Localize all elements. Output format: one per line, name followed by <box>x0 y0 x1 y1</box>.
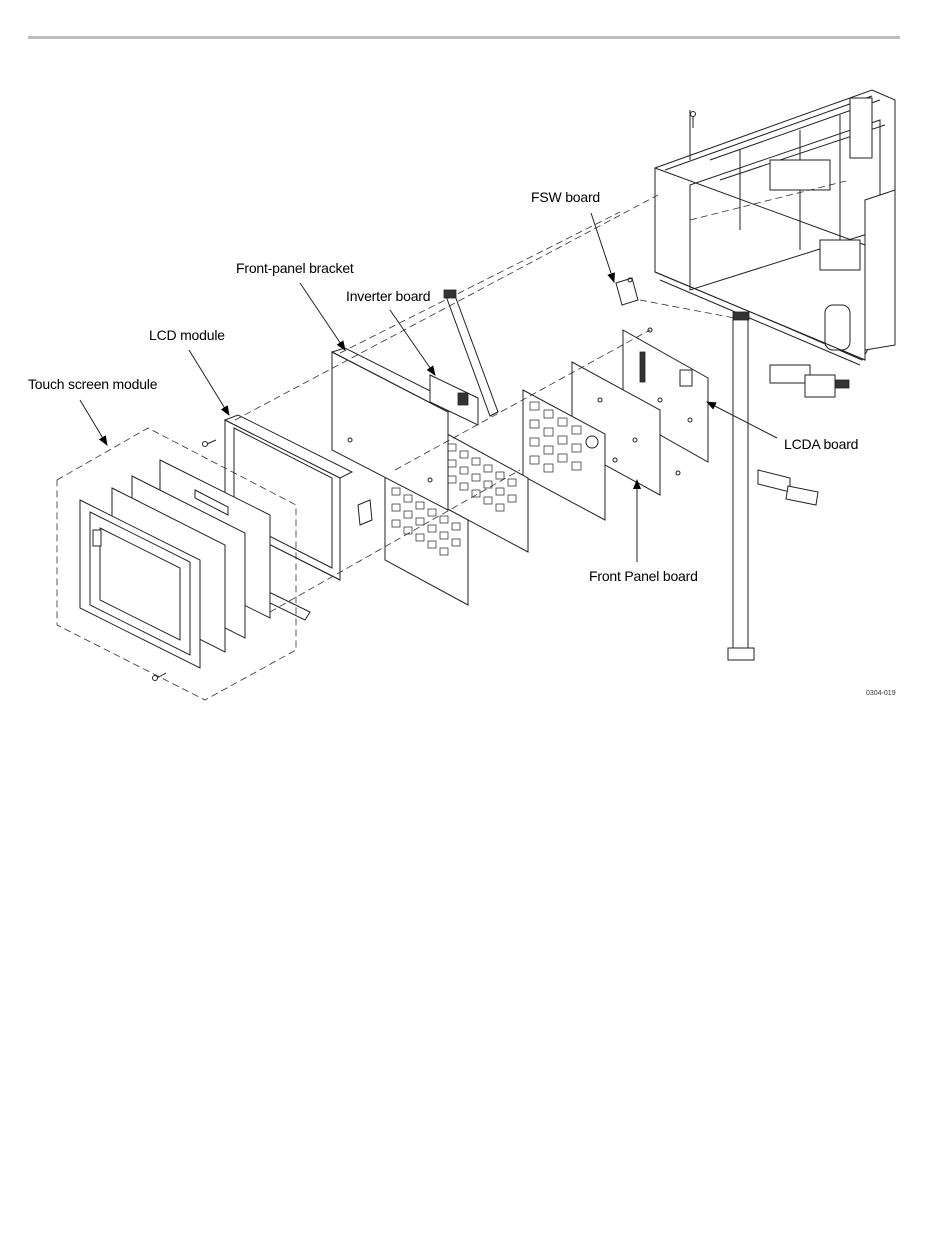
label-inverter-board: Inverter board <box>346 288 430 304</box>
ribbon-cable <box>728 312 754 660</box>
label-lcda-board: LCDA board <box>784 436 858 452</box>
exploded-assembly-diagram <box>0 0 950 720</box>
label-front-panel-board: Front Panel board <box>589 568 698 584</box>
fsw-board <box>616 278 638 305</box>
inverter-board <box>430 290 498 425</box>
label-touch-screen-module: Touch screen module <box>28 376 157 392</box>
chassis <box>655 90 895 397</box>
label-front-panel-bracket: Front-panel bracket <box>236 260 354 276</box>
figure-number: 0304-019 <box>866 690 896 697</box>
label-fsw-board: FSW board <box>531 189 600 205</box>
small-cable <box>758 470 818 505</box>
label-lcd-module: LCD module <box>149 327 225 343</box>
